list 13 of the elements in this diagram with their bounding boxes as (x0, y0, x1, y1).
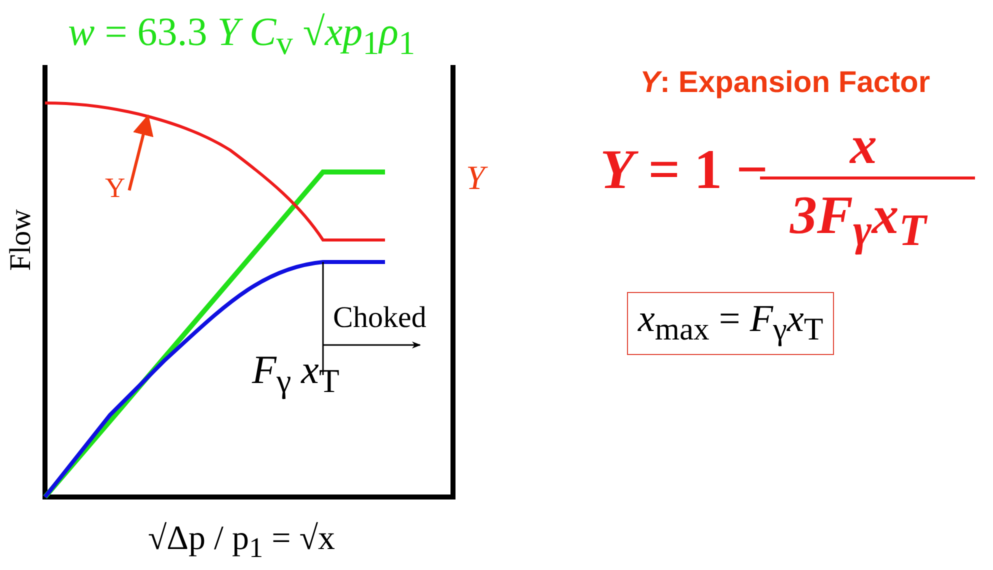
heading: Y: Expansion Factor (640, 68, 930, 98)
formula-text: Y = 1 − (600, 142, 768, 198)
chart-formula: w = 63.3 Y C$_{v}$ √xp$_{1}$ρ$_{1}$ (68, 12, 416, 60)
axis-label: √Δp / p$_{1}$ = √x (148, 522, 335, 564)
leader-arrow (128, 114, 154, 191)
annotation-text: Choked (333, 303, 426, 333)
formula-text: F$_{γ}$ x$_{T}$ (252, 350, 340, 398)
formula-numerator: x (850, 118, 877, 172)
expansion-factor-curve (44, 102, 385, 242)
formula-box: x$_{max}$ = F$_{γ}$x$_{T}$ (627, 292, 834, 356)
formula-denominator: 3F$_{γ}$x$_{T}$ (790, 188, 926, 253)
axis-label: Flow (6, 209, 36, 271)
curve-label: Y (105, 175, 126, 203)
